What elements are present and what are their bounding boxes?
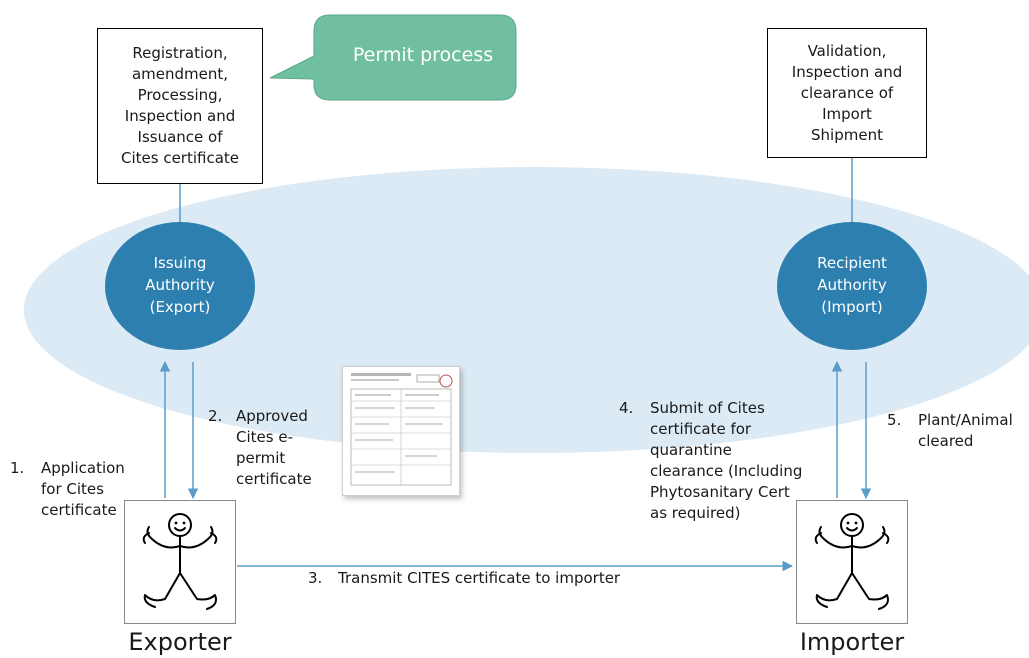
recipient-authority-line: Authority [817, 276, 887, 294]
exporter-label: Exporter [128, 628, 232, 656]
importer-figure-box [796, 500, 908, 624]
issuing-authority-label: Issuing Authority (Export) [110, 252, 250, 318]
issuing-authority-line: Issuing [153, 254, 207, 272]
process-boundary-ellipse [24, 167, 1029, 453]
step-3-label: Transmit CITES certificate to importer [338, 569, 621, 587]
recipient-task-line: Validation, [807, 41, 887, 60]
step-2-line: Cites e- [236, 428, 293, 446]
issuing-task-line: Processing, [137, 86, 223, 104]
recipient-authority-label: Recipient Authority (Import) [782, 252, 922, 318]
step-3-number: 3. [308, 569, 323, 587]
step-1-line: for Cites [41, 480, 104, 498]
stick-figure-icon [814, 513, 890, 610]
permit-process-callout [269, 14, 517, 101]
issuing-task-line: amendment, [131, 65, 229, 83]
recipient-task-line: Inspection and [791, 62, 903, 81]
step-4-line: as required) [650, 504, 741, 522]
step-4-line: Submit of Cites [650, 399, 765, 417]
exporter-figure-box [124, 500, 236, 624]
issuing-task-line: Cites certificate [120, 149, 240, 167]
issuing-tasks-box: Registration, amendment, Processing, Ins… [97, 28, 263, 184]
step-4-line: quarantine [650, 441, 732, 459]
step-2-line: Approved [236, 407, 308, 425]
step-1-number: 1. [10, 459, 25, 477]
recipient-authority-line: (Import) [821, 298, 883, 316]
recipient-task-line: Import [822, 104, 872, 123]
issuing-task-line: Inspection and [124, 107, 236, 125]
step-2-number: 2. [208, 407, 223, 425]
recipient-task-line: Shipment [811, 125, 883, 144]
stick-figure-icon [142, 513, 218, 610]
recipient-authority-line: Recipient [817, 254, 887, 272]
step-5-line: Plant/Animal [918, 411, 1013, 429]
recipient-authority-oval [777, 222, 927, 350]
step-5-number: 5. [887, 411, 902, 429]
step-4-label: Submit of Cites certificate for quaranti… [650, 398, 830, 524]
step-2-label: Approved Cites e- permit certificate [236, 406, 336, 490]
step-4-line: clearance (Including [650, 462, 803, 480]
permit-process-label: Permit process [352, 44, 494, 66]
issuing-authority-line: Authority [145, 276, 215, 294]
step-2-line: certificate [236, 470, 312, 488]
step-1-label: Application for Cites certificate [41, 458, 151, 521]
step-2-line: permit [236, 449, 286, 467]
issuing-task-line: Registration, [132, 44, 228, 62]
step-4-number: 4. [619, 399, 634, 417]
recipient-tasks-box: Validation, Inspection and clearance of … [767, 28, 927, 158]
importer-label: Importer [799, 628, 905, 656]
issuing-authority-line: (Export) [149, 298, 211, 316]
recipient-task-line: clearance of [800, 83, 894, 102]
certificate-document-drawing [350, 373, 453, 486]
step-5-line: cleared [918, 432, 974, 450]
step-1-line: Application [41, 459, 125, 477]
step-4-line: Phytosanitary Cert [650, 483, 790, 501]
step-5-label: Plant/Animal cleared [918, 410, 1028, 452]
step-1-line: certificate [41, 501, 117, 519]
issuing-authority-oval [105, 222, 255, 350]
issuing-task-line: Issuance of [137, 128, 223, 146]
step-4-line: certificate for [650, 420, 752, 438]
certificate-document-icon [342, 366, 460, 496]
